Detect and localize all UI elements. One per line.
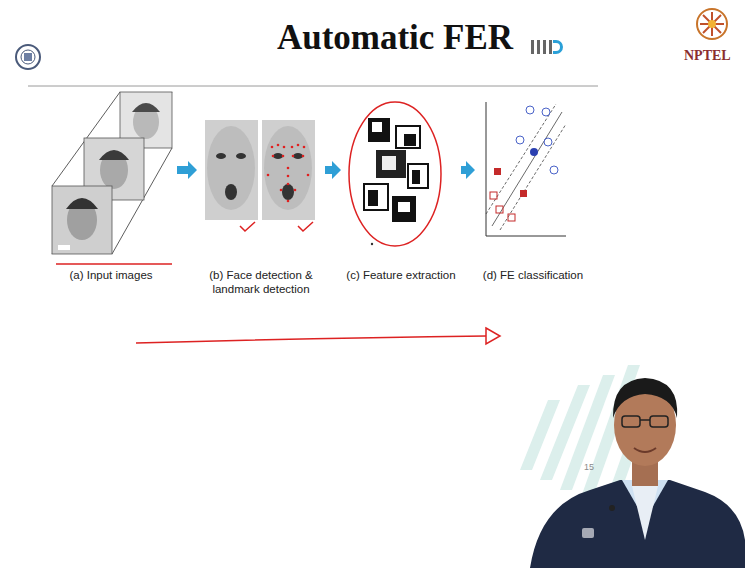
flow-arrow <box>177 161 197 179</box>
page-number: 15 <box>584 462 594 472</box>
red-underline <box>56 263 172 265</box>
flow-arrow <box>325 161 341 179</box>
slide-title: Automatic FER <box>170 18 620 58</box>
input-image-stack <box>52 92 172 264</box>
flow-arrow <box>461 161 475 179</box>
pipeline-stage: (b) Face detection & landmark detection <box>200 90 322 296</box>
iiitd-logo <box>531 40 563 54</box>
institute-emblem <box>16 45 40 69</box>
stage-caption: (d) FE classification <box>478 268 588 282</box>
nptel-label: NPTEL <box>684 48 731 64</box>
nptel-emblem <box>697 9 727 39</box>
pipeline-stage: (a) Input images <box>48 90 174 282</box>
stage-caption: (a) Input images <box>48 268 174 282</box>
pipeline-stage: (c) Feature extraction <box>344 90 458 282</box>
feature-blocks <box>349 102 441 246</box>
stage-caption: (c) Feature extraction <box>344 268 458 282</box>
stage-caption: (b) Face detection & landmark detection <box>200 268 322 296</box>
presenter <box>530 378 745 568</box>
header-rule <box>28 86 598 87</box>
red-annotation-arrow <box>136 328 500 344</box>
red-circle <box>349 102 441 246</box>
pipeline-stage: (d) FE classification <box>478 90 588 282</box>
face-images <box>205 120 315 231</box>
svm-plot <box>486 102 566 236</box>
